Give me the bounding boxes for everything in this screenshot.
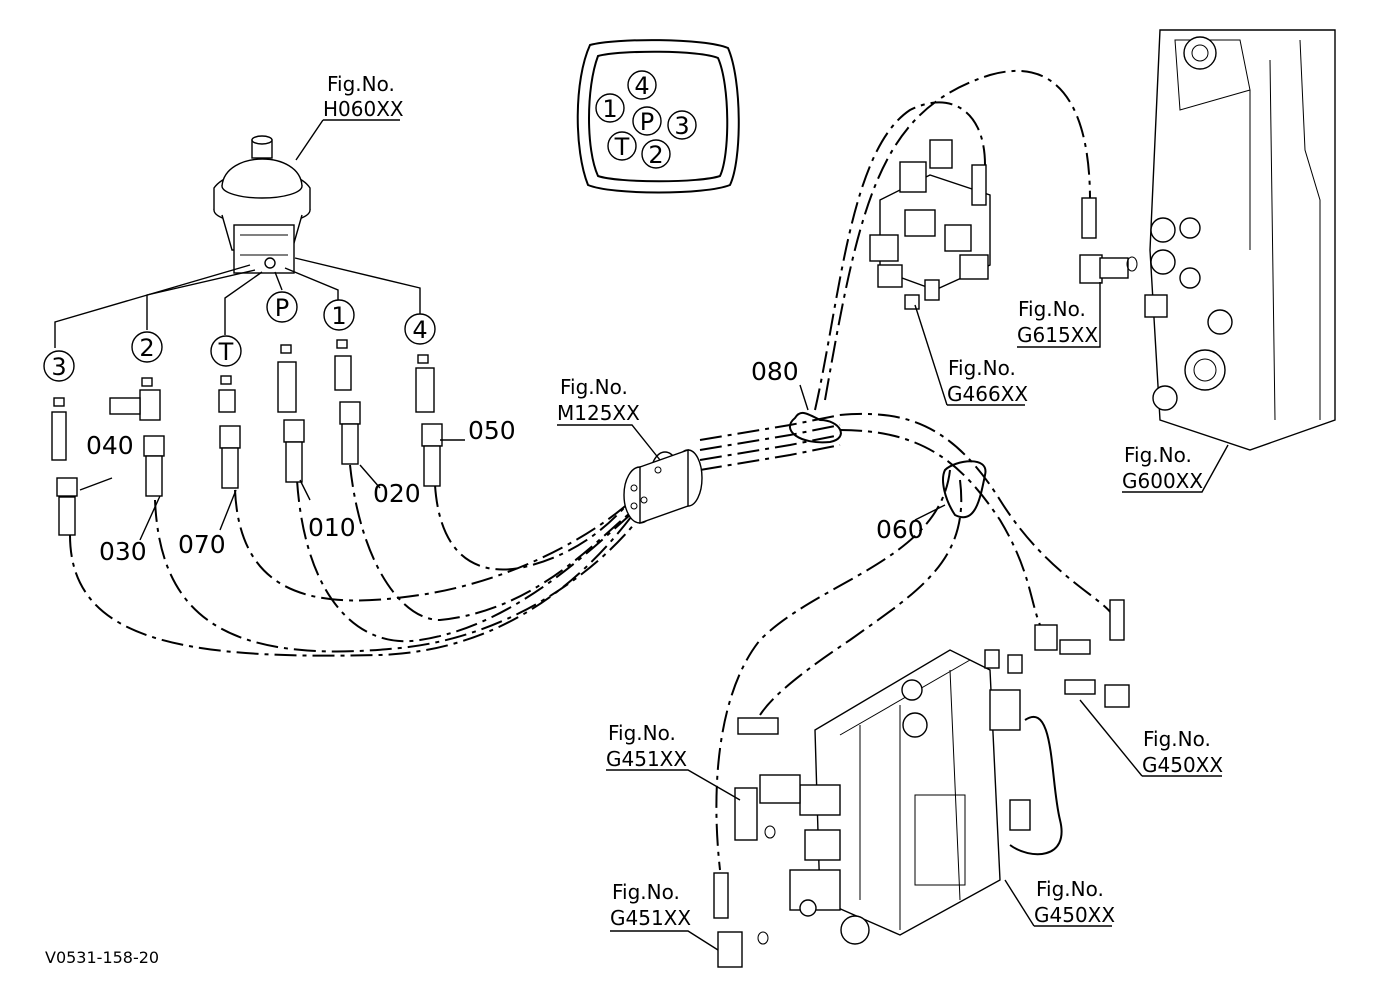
pattern-port-3: 3	[674, 112, 689, 140]
fig-label-g451b-title: Fig.No.	[612, 880, 680, 904]
pattern-port-P: P	[640, 108, 654, 136]
hose-port-2	[154, 499, 646, 653]
port-marker-T: T	[218, 338, 234, 366]
part-number-080: 080	[751, 357, 799, 386]
fig-label-g451a-title: Fig.No.	[608, 721, 676, 745]
pattern-port-4: 4	[634, 72, 649, 100]
bulkhead-connector	[623, 449, 703, 524]
fig-label-g451a-code: G451XX	[606, 747, 687, 771]
fig-label-m125-title: Fig.No.	[560, 375, 628, 399]
fig-label-g600-title: Fig.No.	[1124, 443, 1192, 467]
part-number-050: 050	[468, 416, 516, 445]
port-lead-lines	[54, 257, 421, 348]
hose-to-g466	[814, 101, 986, 411]
hose-bundle-4	[699, 444, 841, 471]
port-marker-4: 4	[412, 316, 427, 344]
part-number-060: 060	[876, 515, 924, 544]
fig-label-m125-code: M125XX	[557, 401, 640, 425]
pattern-port-2: 2	[648, 141, 663, 169]
marker-circle-2	[131, 331, 163, 363]
hose-to-g450b	[839, 429, 1041, 626]
marker-circle-1	[323, 299, 355, 331]
hose-bundle-3	[699, 434, 841, 461]
part-numbers: 010 020 030 040 050 060 070 080	[86, 357, 924, 566]
hose-port-4	[434, 484, 636, 571]
part-number-030: 030	[99, 537, 147, 566]
pilot-hoses	[69, 69, 1116, 871]
hose-port-P	[296, 479, 639, 643]
marker-circle-T	[210, 335, 242, 367]
marker-circle-P	[266, 291, 298, 323]
pattern-port-1: 1	[602, 95, 617, 123]
fittings	[51, 339, 443, 536]
port-pattern-diagram: 4 1 P 3 T 2	[576, 39, 740, 194]
pilot-control-valve	[213, 135, 311, 274]
fig-label-g615-title: Fig.No.	[1018, 297, 1086, 321]
fig-label-h060-code: H060XX	[323, 97, 404, 121]
fig-label-g466-title: Fig.No.	[948, 356, 1016, 380]
port-marker-3: 3	[51, 353, 66, 381]
part-number-070: 070	[178, 530, 226, 559]
control-valve-block	[789, 599, 1130, 945]
hose-port-1	[349, 464, 641, 622]
port-marker-P: P	[275, 294, 289, 322]
fig-labels: Fig.No. H060XX Fig.No. M125XX Fig.No. G4…	[323, 72, 1223, 930]
hose-to-g450a	[839, 412, 1116, 621]
marker-circle-4	[404, 313, 436, 345]
leader-lines	[79, 119, 1229, 951]
pattern-port-T: T	[614, 133, 630, 161]
hose-to-g615	[824, 69, 1091, 401]
drawing-code: V0531-158-20	[45, 948, 159, 967]
fig-label-g451b-code: G451XX	[610, 906, 691, 930]
g451-fittings	[713, 717, 801, 968]
fig-label-g450a-title: Fig.No.	[1143, 727, 1211, 751]
fig-label-g615-code: G615XX	[1017, 323, 1098, 347]
fig-label-g600-code: G600XX	[1122, 469, 1203, 493]
port-marker-1: 1	[331, 302, 346, 330]
port-marker-2: 2	[139, 334, 154, 362]
hose-port-3	[69, 504, 641, 657]
marker-circle-3	[43, 350, 75, 382]
hose-port-T	[234, 489, 633, 602]
fig-label-g450b-title: Fig.No.	[1036, 877, 1104, 901]
transmission-housing	[1144, 29, 1336, 451]
solenoid-valve-block	[869, 139, 991, 310]
hose-to-g451a	[759, 479, 963, 716]
port-markers: 3 2 T P 1 4	[43, 291, 436, 382]
fig-label-g466-code: G466XX	[947, 382, 1028, 406]
part-number-010: 010	[308, 513, 356, 542]
part-number-020: 020	[373, 479, 421, 508]
fig-label-g450a-code: G450XX	[1142, 753, 1223, 777]
fig-label-g450b-code: G450XX	[1034, 903, 1115, 927]
hose-clamps	[788, 412, 987, 519]
hose-bundle-2	[699, 424, 841, 451]
part-number-040: 040	[86, 431, 134, 460]
g615-fitting	[1079, 197, 1138, 284]
fig-label-h060-title: Fig.No.	[327, 72, 395, 96]
